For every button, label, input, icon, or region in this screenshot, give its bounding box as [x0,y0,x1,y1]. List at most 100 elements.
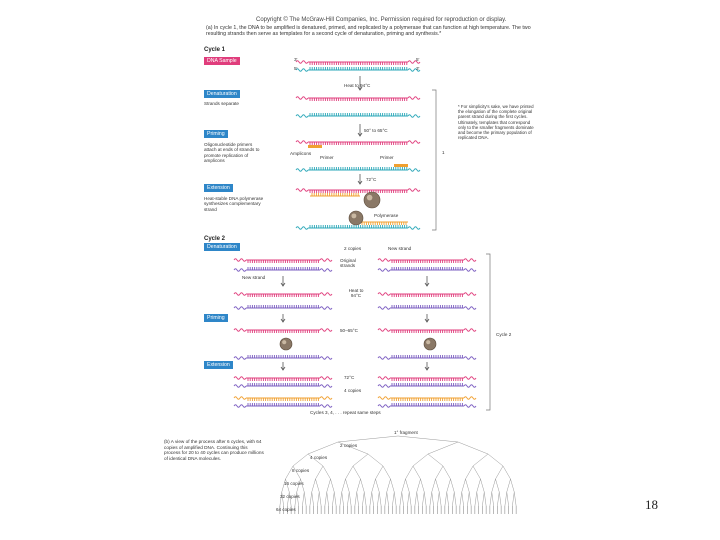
tree-branch-5-4 [312,492,314,506]
c2-left-d2-tail-l [234,269,246,272]
two-copies-label: 2 copies [344,246,361,251]
tree-level-32: 32 copies [280,494,300,499]
c2-right-e3-tail-l [378,397,390,400]
c1-ext-top-tail-l [296,189,308,192]
c1-ext-top [308,190,408,193]
c2-right-p1-tail-r [464,329,476,332]
tree-branch-5-24 [460,492,462,506]
tree-branch-5-26 [475,492,477,506]
tree-branch-4-12 [466,479,470,492]
tree-branch-4-11 [447,479,451,492]
tree-branch-4-2 [312,479,316,492]
end-5-top: 5' [294,66,297,71]
c2-left-p1-tail-r [320,329,332,332]
tree-branch-4-15 [507,479,511,492]
tree-branch-5-4 [310,492,312,506]
c1-sep-top-tail-r [408,97,420,100]
c2-left-e1 [246,378,320,381]
cycle2-heat-label: Heat to 94°C [344,288,368,299]
cycle1-heading: Cycle 1 [204,47,225,53]
amplicons-label: Amplicons [290,151,311,156]
tree-branch-5-5 [317,492,319,506]
c2-left-d1-tail-l [234,259,246,262]
tree-branch-2-2 [413,454,428,466]
cycle1-bracket [432,90,436,230]
original-strands-label: Original strands [340,258,370,269]
tree-branch-5-27 [482,492,484,506]
tree-branch-4-5 [361,479,365,492]
tree-branch-5-31 [514,492,516,506]
tree-branch-0-0 [338,436,398,442]
tree-branch-4-8 [406,479,410,492]
caption-b: (b) A view of the process after 6 cycles… [164,439,264,461]
tree-branch-5-22 [447,492,449,506]
tree-branch-2-2 [428,454,443,466]
priming-desc: Oligonucleotide primers attach at ends o… [204,142,264,164]
tree-branch-4-15 [511,479,515,492]
tree-branch-2-3 [488,454,503,466]
c1-ext-top-tail-r [408,189,420,192]
tree-branch-1-0 [308,442,338,454]
tree-branch-4-14 [496,479,500,492]
tree-branch-5-15 [394,492,396,506]
tree-branch-5-29 [497,492,499,506]
c2-left-s1-tail-l [234,293,246,296]
tree-branch-5-18 [415,492,417,506]
tree-branch-4-3 [331,479,335,492]
c2-right-d2-tail-r [464,269,476,272]
polymerase-1-shine [367,195,373,201]
side-note: * For simplicity's sake, we have printed… [458,104,538,140]
c2-right-s1 [390,294,464,297]
tree-branch-5-20 [430,492,432,506]
c2-left-p1 [246,330,320,333]
tree-branch-5-30 [505,492,507,506]
c2-left-d1 [246,260,320,263]
c2-left-p2 [246,355,320,358]
tree-branch-5-15 [392,492,394,506]
tree-branch-5-12 [370,492,372,506]
tree-branch-5-29 [499,492,501,506]
c2-left-e3 [246,398,320,401]
tree-branch-2-3 [473,454,488,466]
tree-branch-5-19 [424,492,426,506]
c2-left-poly1-shine [282,340,286,344]
tree-branch-5-22 [445,492,447,506]
dna-sample-top [308,62,408,65]
tree-branch-5-7 [332,492,334,506]
tree-branch-5-24 [462,492,464,506]
tree-branch-3-4 [413,466,421,479]
c1-ext-bottom [308,225,408,228]
cycle2-anneal-label: 50–65°C [340,328,358,333]
tree-branch-4-13 [477,479,481,492]
tree-branch-5-17 [407,492,409,506]
c2-left-s2-tail-l [234,307,246,310]
dna-sample-label: DNA Sample [204,57,240,65]
tree-branch-5-27 [484,492,486,506]
dna-sample-tail-l [296,61,308,64]
c2-right-e1-tail-r [464,377,476,380]
cycle1-extension-label: Extension [204,184,233,192]
tree-branch-3-6 [466,466,474,479]
tree-branch-5-17 [409,492,411,506]
c2-right-e1 [390,378,464,381]
c2-left-e1-tail-r [320,377,332,380]
cycle2-bracket [486,254,490,410]
c1-sep-bottom [308,113,408,116]
c2-left-poly1 [280,338,292,350]
cycle1-denaturation-label: Denaturation [204,90,240,98]
c2-right-p1 [390,330,464,333]
tree-branch-5-12 [372,492,374,506]
c2-right-e2-tail-l [378,385,390,388]
c1-ext-bottom-tail-r [408,227,420,230]
tree-branch-4-3 [327,479,331,492]
tree-branch-1-1 [458,442,488,454]
tree-branch-5-8 [340,492,342,506]
tree-branch-4-13 [481,479,485,492]
tree-branch-4-4 [342,479,346,492]
cycle1-number: 1 [442,150,445,155]
tree-branch-5-14 [385,492,387,506]
tree-branch-5-28 [492,492,494,506]
c2-right-d1-tail-l [378,259,390,262]
tree-level-4: 4 copies [310,455,327,460]
c2-left-e2-tail-l [234,385,246,388]
